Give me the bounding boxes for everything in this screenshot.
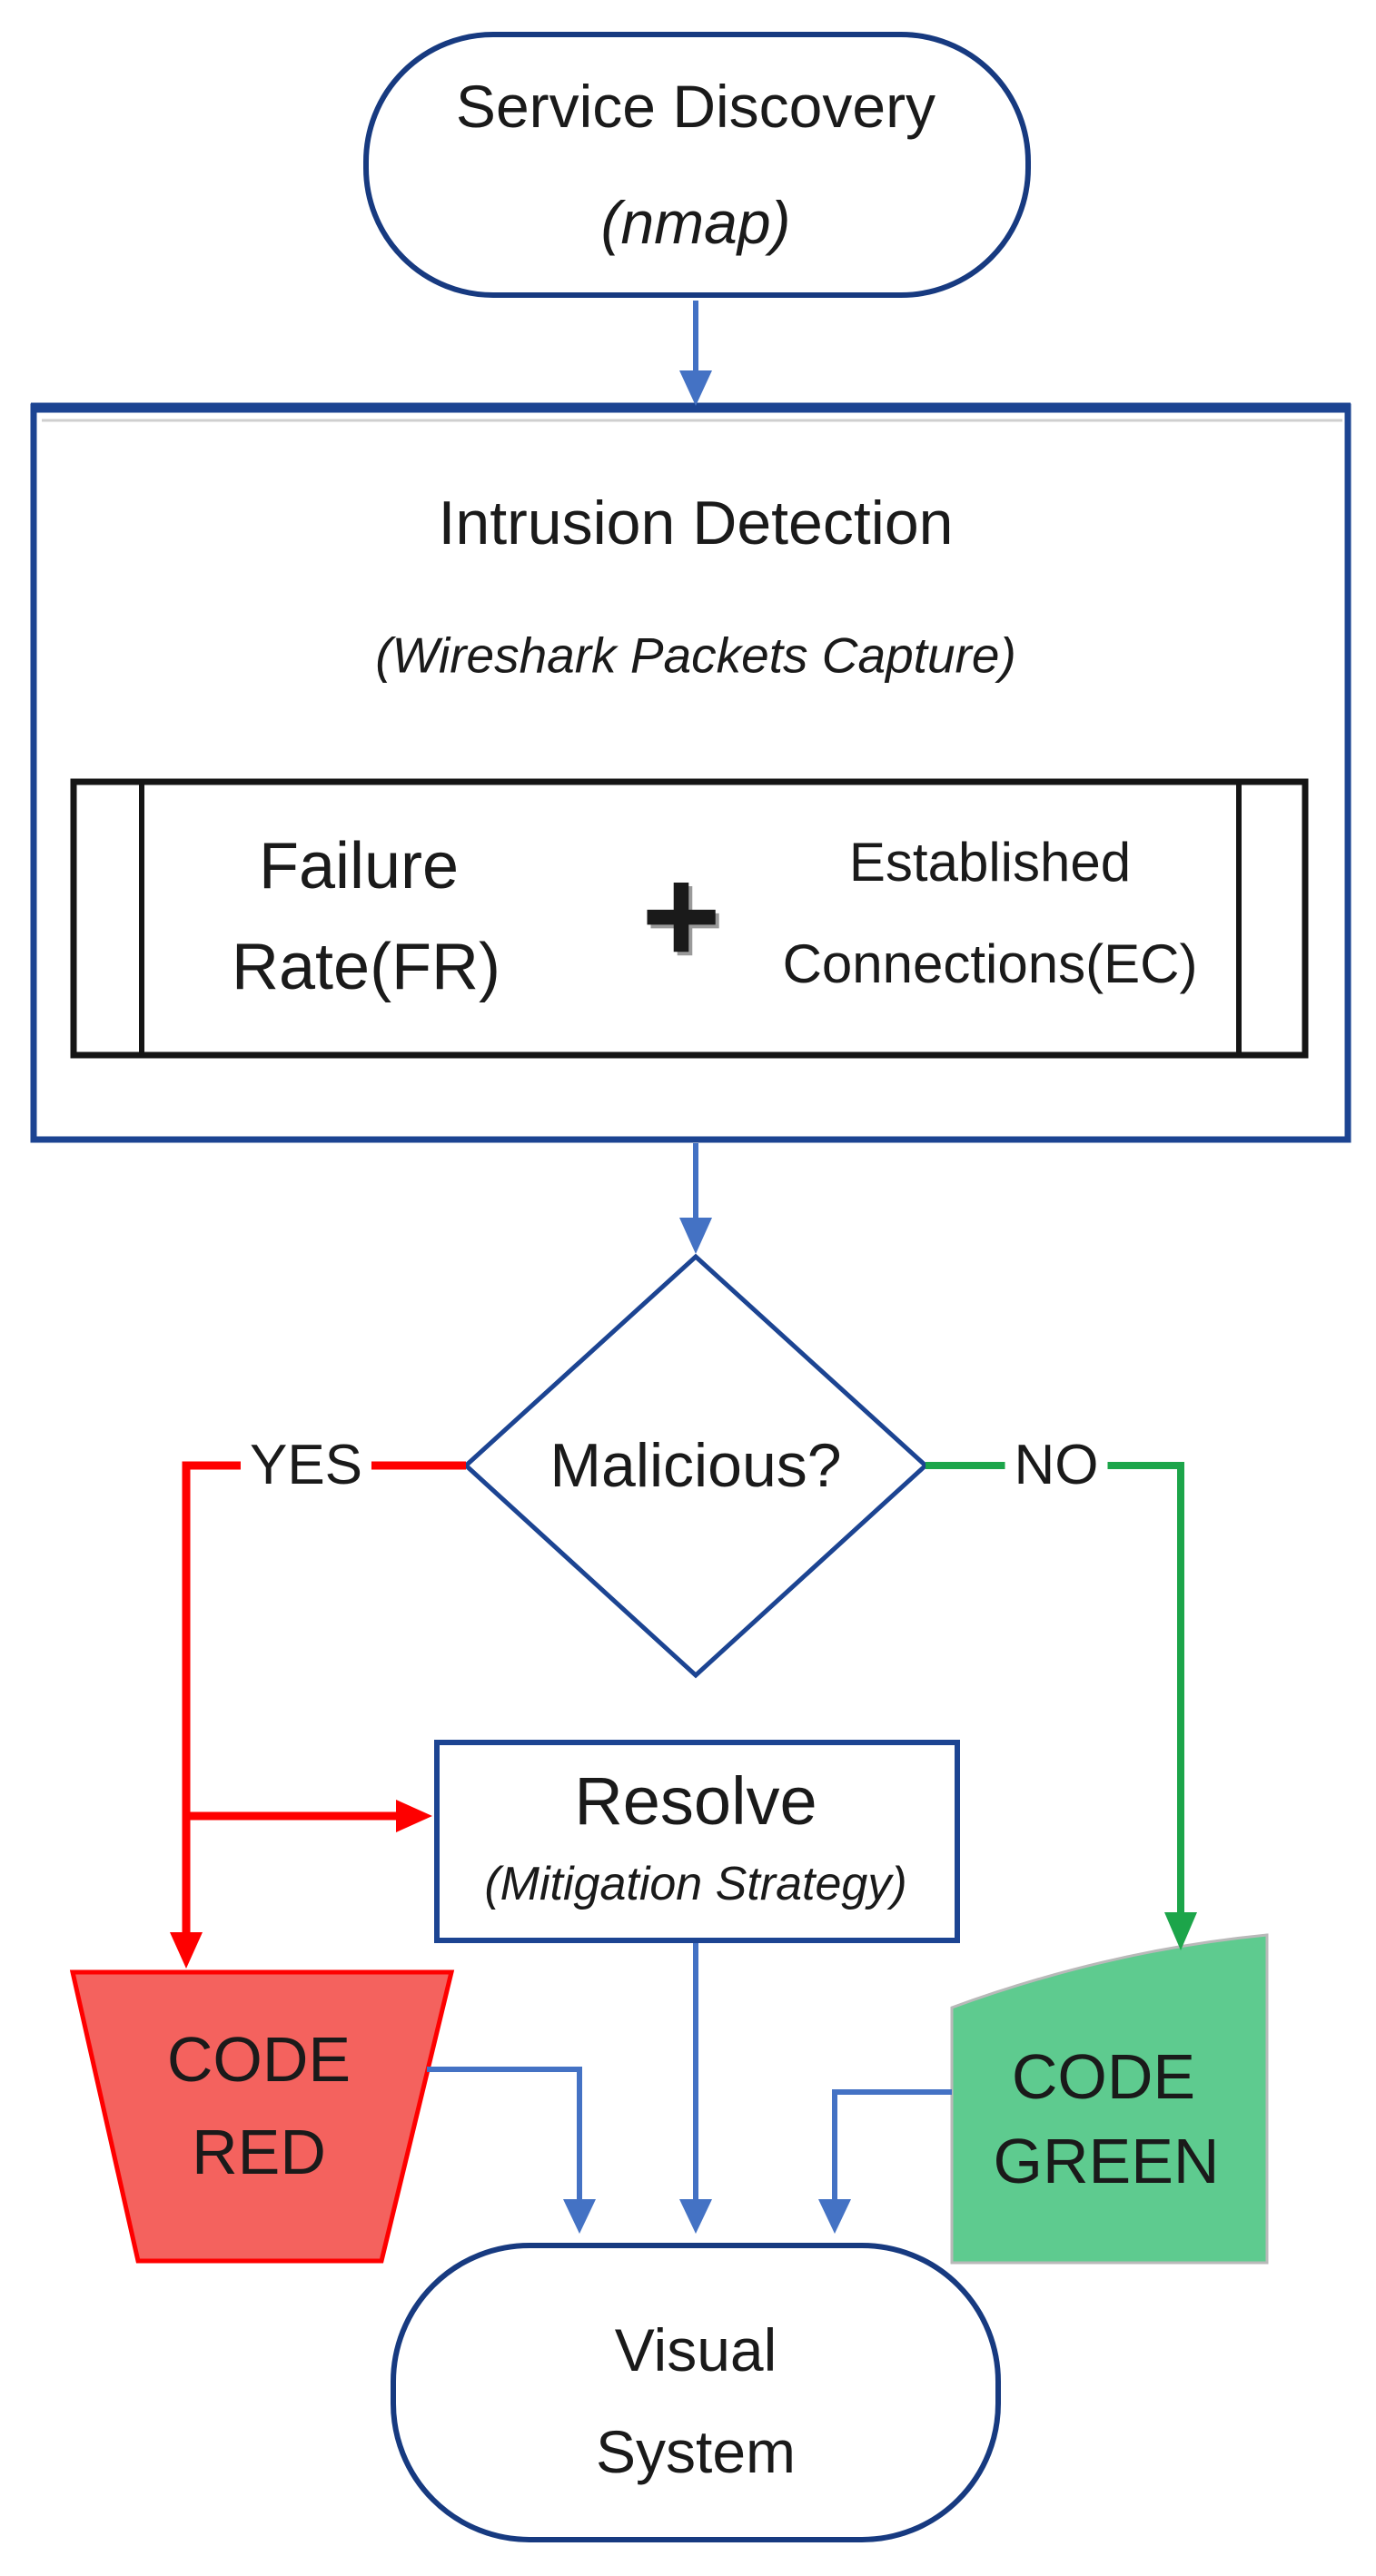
arrowhead-yes-to-code-red (170, 1932, 203, 1969)
intrusion-detection-subtitle: (Wireshark Packets Capture) (375, 627, 1016, 684)
failure-rate-line1: Failure (258, 830, 460, 903)
arrowhead-code-red-to-visual (563, 2199, 596, 2234)
malicious-decision-node (462, 1253, 929, 1679)
malicious-decision-label: Malicious? (549, 1431, 842, 1500)
service-discovery-subtitle: (nmap) (600, 189, 791, 256)
code-green-line2: GREEN (993, 2126, 1220, 2196)
fr-ec-process-node (70, 778, 1309, 1059)
arrowhead-service-to-intrusion (679, 370, 712, 406)
service-discovery-title: Service Discovery (455, 73, 936, 140)
code-green-node (950, 1933, 1269, 2265)
edge-yes-to-code-red (182, 1461, 466, 1932)
code-red-node (69, 1969, 455, 2264)
code-green-line1: CODE (1011, 2041, 1196, 2112)
resolve-title: Resolve (574, 1763, 817, 1839)
visual-system-node (391, 2243, 1001, 2542)
established-connections-line2: Connections(EC) (782, 933, 1198, 994)
visual-system-line1: Visual (614, 2316, 777, 2384)
edge-code-green-to-visual (832, 2089, 952, 2199)
intrusion-detection-title: Intrusion Detection (438, 489, 954, 558)
arrowhead-yes-to-resolve (396, 1800, 432, 1832)
code-red-line1: CODE (166, 2024, 351, 2095)
no-branch-label: NO (1005, 1436, 1108, 1495)
resolve-node (434, 1740, 960, 1943)
visual-system-line2: System (595, 2418, 797, 2485)
failure-rate-line2: Rate(FR) (231, 931, 501, 1003)
arrowhead-intrusion-to-decision (679, 1218, 712, 1254)
yes-branch-label: YES (240, 1436, 372, 1495)
arrowhead-resolve-to-visual (679, 2199, 712, 2234)
arrowhead-code-green-to-visual (818, 2199, 851, 2234)
edge-no-to-code-green (926, 1462, 1184, 1912)
plus-operator-icon: + (641, 839, 721, 992)
established-connections-line1: Established (848, 832, 1132, 893)
service-discovery-node (363, 32, 1031, 298)
arrowhead-no-to-code-green (1164, 1912, 1197, 1950)
edge-code-red-to-visual (427, 2067, 582, 2199)
code-red-line2: RED (192, 2117, 326, 2187)
resolve-subtitle: (Mitigation Strategy) (484, 1858, 907, 1910)
